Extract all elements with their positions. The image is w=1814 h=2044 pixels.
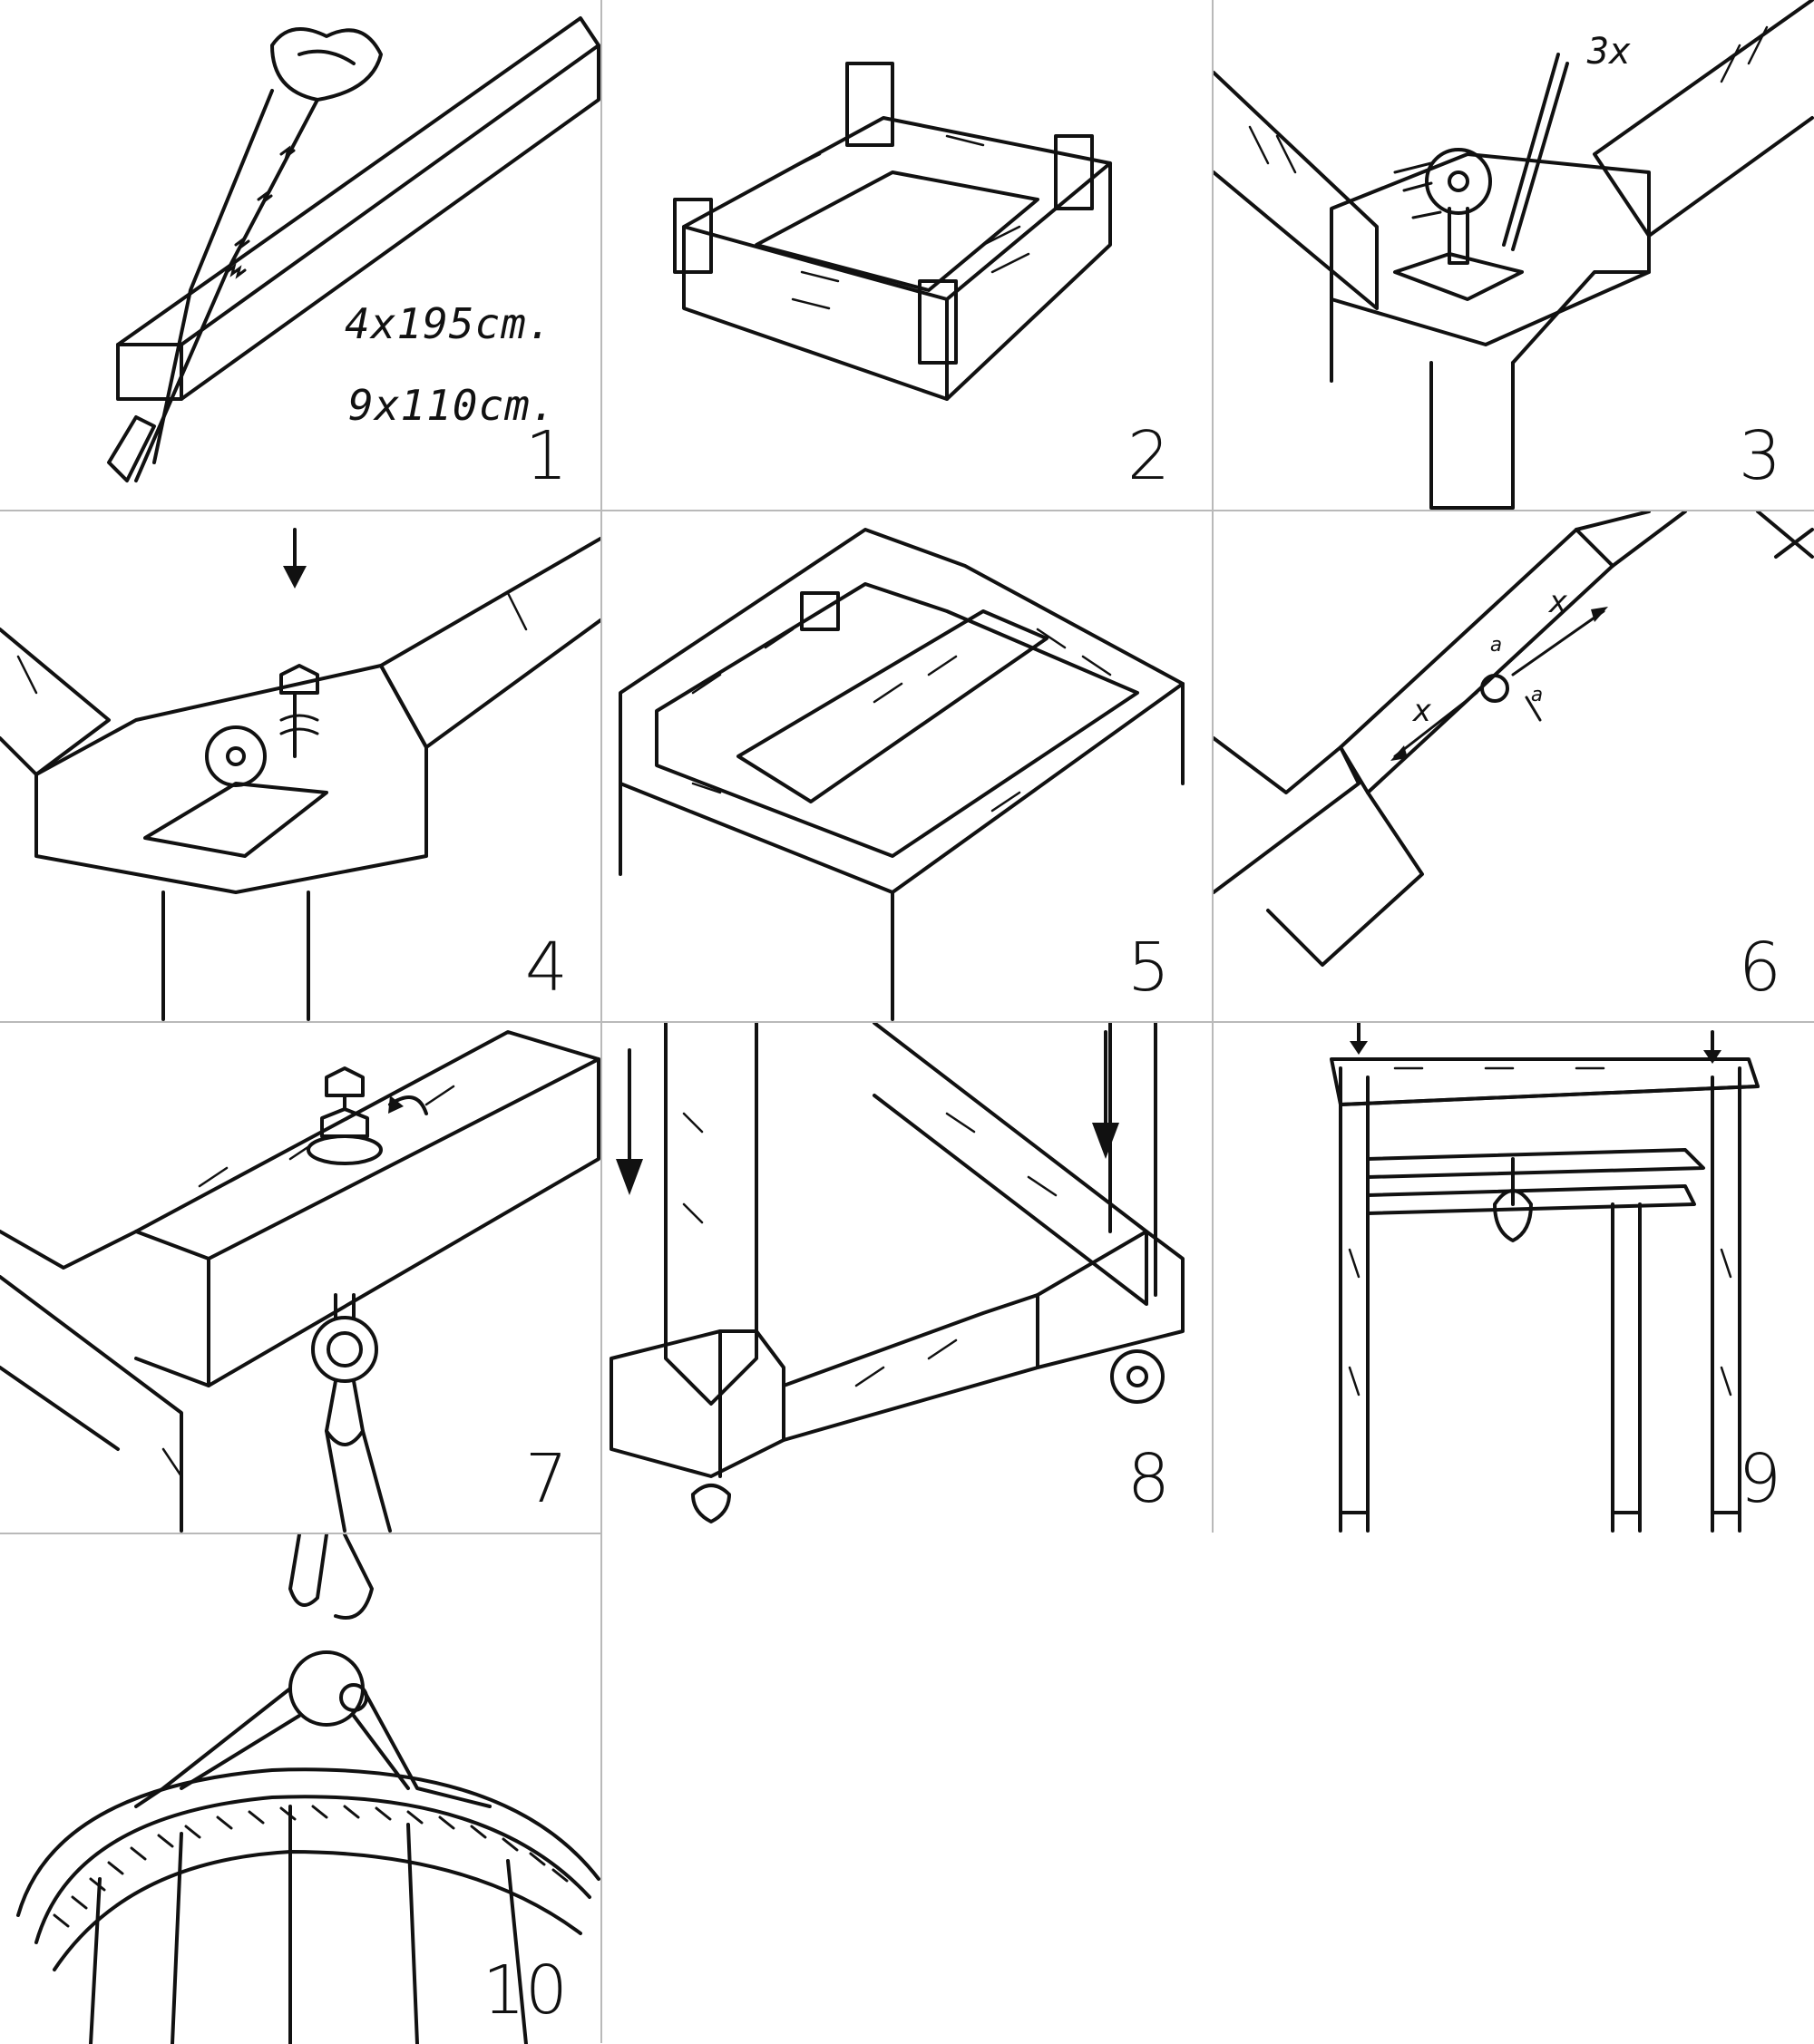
divider-vertical-2 [1212,0,1214,1533]
step-number-10: 10 [482,1952,568,2029]
divider-horizontal-1 [0,510,1814,511]
center-beam-frame-illustration [619,528,1185,1021]
screw-count-note: 3x [1587,31,1632,73]
caster-plate-illustration [1214,0,1814,510]
step-panel-6: x x a a 6 [1214,511,1814,1021]
measure-label-a-1: a [1490,634,1503,657]
step-number-5: 5 [1126,929,1170,1007]
step-number-9: 9 [1738,1440,1781,1518]
measure-label-x-1: x [1413,693,1432,729]
step-panel-3: 3x 3 [1214,0,1814,510]
step-number-1: 1 [524,417,568,495]
cut-length-note-2: 9x110cm. [348,381,557,430]
divider-horizontal-3 [0,1533,602,1534]
step-panel-5: 5 [602,511,1203,1021]
divider-vertical-3 [600,1533,602,2043]
divider-horizontal-2 [0,1021,1814,1023]
complete-frame-illustration [1330,1023,1760,1533]
step-number-6: 6 [1738,929,1781,1007]
step-panel-8: 8 [602,1023,1203,1533]
measure-label-a-2: a [1531,684,1544,706]
eye-bolt-hook-illustration [0,1030,600,1533]
bolt-caster-illustration [0,528,600,1021]
step-number-4: 4 [524,929,568,1007]
step-number-3: 3 [1738,417,1781,495]
wheeled-frame-illustration [610,1023,1185,1523]
step-panel-7: 7 [0,1023,600,1533]
step-number-7: 7 [524,1440,568,1518]
divider-vertical-1 [600,0,602,1533]
step-panel-2: 2 [602,0,1203,510]
step-panel-4: 4 [0,511,600,1021]
center-measure-illustration [1214,511,1814,967]
hook-and-ball-illustration [16,1534,600,2044]
saw-and-beam-illustration [107,16,600,482]
step-number-8: 8 [1126,1440,1170,1518]
step-panel-1: 4x195cm. 9x110cm. 1 [0,0,600,510]
step-panel-9: 9 [1214,1023,1814,1533]
cut-length-note-1: 4x195cm. [345,299,553,348]
measure-label-x-2: x [1549,584,1568,620]
base-frame-illustration [673,62,1112,401]
step-panel-10: 10 [0,1534,600,2044]
step-number-2: 2 [1126,417,1170,495]
